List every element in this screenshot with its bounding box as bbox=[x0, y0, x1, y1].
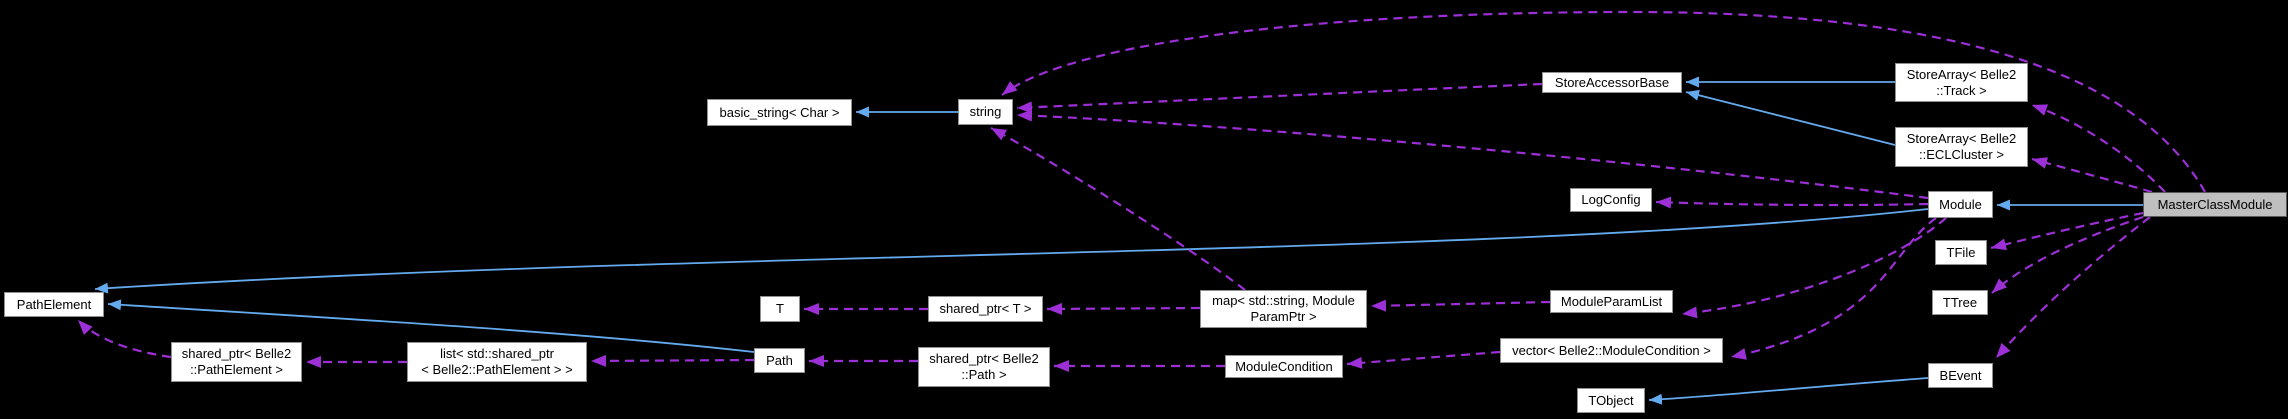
node-storeaccessorbase[interactable]: StoreAccessorBase bbox=[1542, 72, 1682, 93]
edge-masterclassmodule-tfile bbox=[1990, 211, 2144, 251]
edge-storeaccessorbase-string bbox=[1016, 82, 1543, 114]
node-list_sp_pathelement[interactable]: list< std::shared_ptr < Belle2::PathElem… bbox=[407, 342, 587, 382]
node-vector_condition[interactable]: vector< Belle2::ModuleCondition > bbox=[1500, 338, 1723, 363]
node-masterclassmodule[interactable]: MasterClassModule bbox=[2143, 192, 2287, 217]
node-map_param[interactable]: map< std::string, Module ParamPtr > bbox=[1200, 290, 1367, 328]
node-moduleparamlist[interactable]: ModuleParamList bbox=[1550, 290, 1673, 313]
node-storearray_ecl[interactable]: StoreArray< Belle2 ::ECLCluster > bbox=[1895, 127, 2028, 167]
edge-masterclassmodule-string bbox=[1001, 10, 2206, 193]
edge-map_param-sp_t bbox=[1046, 302, 1201, 315]
node-basic_string[interactable]: basic_string< Char > bbox=[707, 99, 852, 126]
edge-bevent-tobject bbox=[1648, 377, 1929, 405]
node-bevent[interactable]: BEvent bbox=[1928, 363, 1993, 388]
edge-module-moduleparamlist bbox=[1681, 217, 1947, 319]
edge-moduleparamlist-map_param bbox=[1370, 299, 1551, 312]
node-sp_t[interactable]: shared_ptr< T > bbox=[928, 296, 1043, 322]
node-sp_pathelement[interactable]: shared_ptr< Belle2 ::PathElement > bbox=[171, 342, 302, 382]
node-ttree[interactable]: TTree bbox=[1932, 290, 1988, 315]
edge-module-pathelement bbox=[94, 208, 1929, 294]
edge-masterclassmodule-ttree bbox=[1991, 215, 2144, 294]
node-path[interactable]: Path bbox=[754, 348, 805, 373]
node-module[interactable]: Module bbox=[1928, 191, 1993, 218]
edge-module-string bbox=[1016, 109, 1929, 200]
edge-masterclassmodule-bevent bbox=[1995, 216, 2151, 359]
node-tobject[interactable]: TObject bbox=[1577, 388, 1645, 413]
node-logconfig[interactable]: LogConfig bbox=[1570, 188, 1652, 212]
node-pathelement[interactable]: PathElement bbox=[4, 292, 104, 317]
node-sp_path[interactable]: shared_ptr< Belle2 ::Path > bbox=[918, 347, 1050, 387]
edge-masterclassmodule-storearray_track bbox=[2031, 103, 2166, 193]
node-string[interactable]: string bbox=[958, 99, 1013, 125]
edge-vector_condition-modulecondition bbox=[1346, 350, 1501, 369]
edge-sp_pathelement-pathelement bbox=[77, 319, 172, 359]
edge-map_param-string bbox=[990, 127, 1246, 291]
edge-module-logconfig bbox=[1655, 196, 1929, 209]
edge-storearray_ecl-storeaccessorbase bbox=[1685, 89, 1896, 146]
edge-masterclassmodule-storearray_ecl bbox=[2031, 157, 2153, 194]
edge-module-vector_condition bbox=[1730, 217, 1937, 360]
edge-path-pathelement bbox=[107, 299, 755, 353]
node-modulecondition[interactable]: ModuleCondition bbox=[1225, 355, 1343, 378]
node-t[interactable]: T bbox=[760, 296, 800, 322]
node-tfile[interactable]: TFile bbox=[1935, 240, 1987, 265]
edge-path-list_sp_pathelement bbox=[590, 354, 755, 367]
node-storearray_track[interactable]: StoreArray< Belle2 ::Track > bbox=[1895, 63, 2028, 102]
